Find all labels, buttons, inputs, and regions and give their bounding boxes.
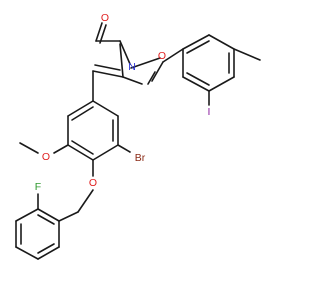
bond <box>99 24 107 44</box>
bond <box>151 61 164 82</box>
bond <box>122 76 143 85</box>
bond <box>15 208 39 222</box>
atom-N-ring: N <box>128 61 136 73</box>
bond <box>117 144 131 153</box>
bond <box>37 214 55 225</box>
bond <box>71 106 94 121</box>
bond-layer <box>15 22 261 260</box>
bond <box>37 208 60 222</box>
bond <box>92 100 119 117</box>
molecule-diagram: O O N I Br O O F <box>15 12 261 260</box>
bond <box>119 43 124 78</box>
bond <box>119 40 131 65</box>
bond <box>208 76 235 92</box>
bond <box>77 189 94 213</box>
structure-canvas: O O N I Br O O F <box>15 12 261 260</box>
atom-O-carbonyl: O <box>101 12 109 24</box>
bond <box>186 40 210 54</box>
atom-label: F <box>35 181 41 193</box>
atom-label: O <box>42 151 50 163</box>
bond <box>19 142 39 154</box>
bond <box>162 48 184 63</box>
bond <box>208 34 235 50</box>
atom-label: Br <box>135 152 146 164</box>
atom-I: I <box>208 106 211 118</box>
bond <box>94 64 121 71</box>
bond <box>15 246 39 260</box>
atom-O-ether: O <box>89 177 97 189</box>
bond <box>182 76 210 92</box>
atom-O-ring: O <box>158 50 166 62</box>
bond <box>147 71 156 85</box>
bond <box>67 100 94 117</box>
atom-F: F <box>35 181 41 193</box>
bond <box>58 211 79 222</box>
bond <box>37 243 55 254</box>
bond <box>37 246 60 260</box>
atom-Br: Br <box>135 152 146 164</box>
bond <box>53 144 69 154</box>
atom-label: O <box>89 177 97 189</box>
atom-label: O <box>101 12 109 24</box>
bond <box>130 57 161 69</box>
atom-label: I <box>208 106 211 118</box>
bond <box>92 70 124 78</box>
bond <box>92 144 119 161</box>
bond <box>67 144 94 161</box>
bond <box>186 72 210 86</box>
bond <box>95 22 103 42</box>
bond <box>182 34 210 50</box>
bond <box>71 140 94 155</box>
atom-label: N <box>128 61 136 73</box>
bond <box>233 48 261 61</box>
atom-O-methoxy: O <box>42 151 50 163</box>
atom-label: O <box>158 50 166 62</box>
atom-label-layer: O O N I Br O O F <box>35 12 211 193</box>
